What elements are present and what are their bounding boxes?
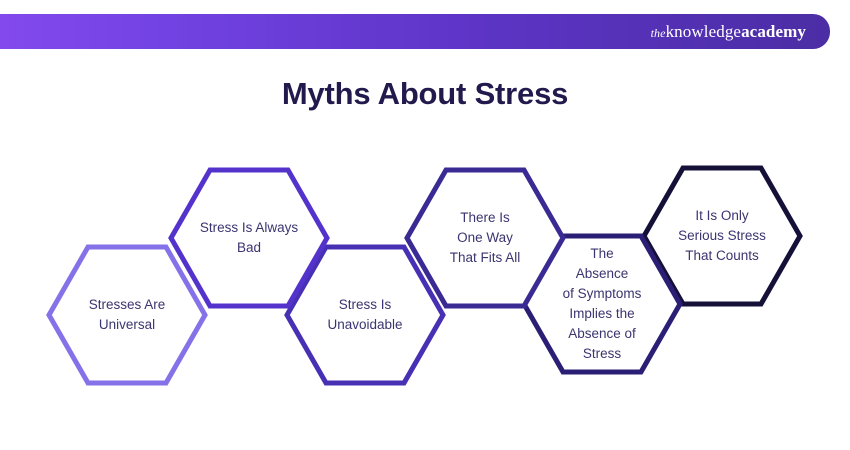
- hex-label-line: Implies the: [569, 306, 634, 321]
- hex-it-is-only-serious-stress: [641, 165, 803, 307]
- hex-stress-is-unavoidable: [284, 244, 446, 386]
- hex-label-line: There Is: [460, 210, 510, 225]
- hex-stresses-are-universal: [46, 244, 208, 386]
- header-bar: theknowledgeacademy: [0, 14, 830, 49]
- logo-word-knowledge: knowledge: [665, 22, 742, 41]
- hex-label-line: The: [590, 246, 613, 261]
- hex-label-line: of Symptoms: [563, 286, 642, 301]
- hex-label-line: One Way: [457, 230, 513, 245]
- hex-label-line: Stress Is Always: [200, 220, 299, 235]
- hex-label-line: It Is Only: [695, 208, 749, 223]
- hex-label-line: Stress: [583, 346, 622, 361]
- hex-label-line: Absence: [576, 266, 629, 281]
- hex-stress-is-unavoidable-label: Stress Is Unavoidable: [327, 297, 402, 332]
- hex-label-line: Universal: [99, 317, 155, 332]
- hex-label-line: Bad: [237, 240, 261, 255]
- hex-stress-is-always-bad: [168, 167, 330, 309]
- hex-there-is-one-way-that-fits-all: [404, 167, 566, 309]
- page-title: Myths About Stress: [281, 76, 569, 111]
- logo-prefix-the: the: [650, 26, 666, 40]
- hex-label-line: Absence of: [568, 326, 636, 341]
- logo-word-academy: academy: [741, 22, 806, 41]
- hex-label-line: Stresses Are: [89, 297, 166, 312]
- hex-label-line: That Counts: [685, 248, 759, 263]
- hex-label-line: Unavoidable: [327, 317, 402, 332]
- brand-logo: theknowledgeacademy: [651, 23, 806, 40]
- hex-label-line: Stress Is: [339, 297, 392, 312]
- hex-label-line: That Fits All: [450, 250, 521, 265]
- hex-label-line: Serious Stress: [678, 228, 766, 243]
